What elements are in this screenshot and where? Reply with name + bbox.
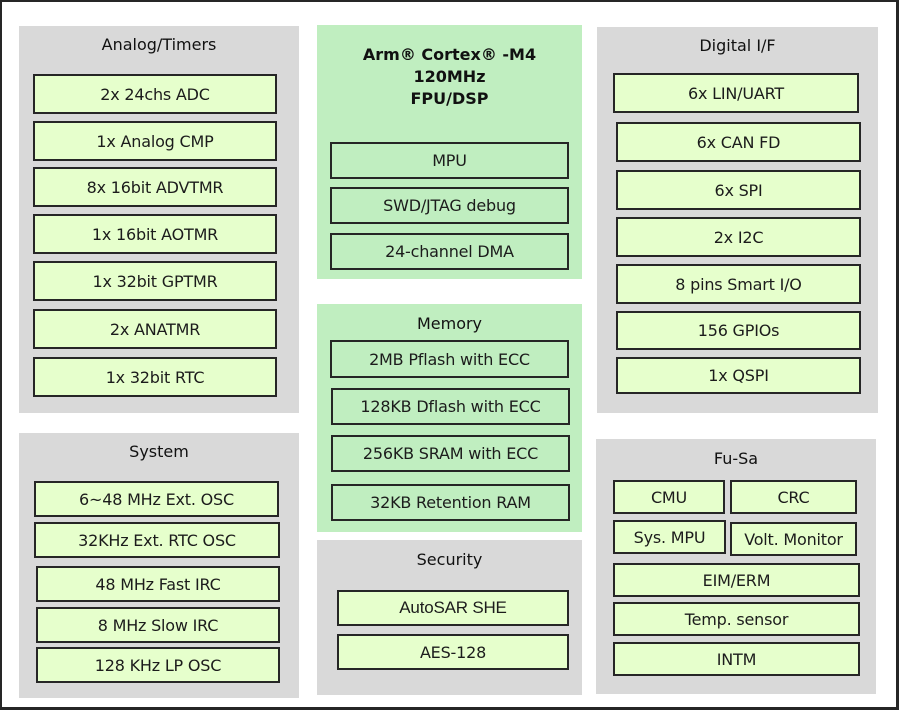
block-eim-erm: EIM/ERM <box>613 563 860 597</box>
block-aotmr: 1x 16bit AOTMR <box>33 214 277 254</box>
security-panel: Security AutoSAR SHE AES-128 <box>317 540 582 695</box>
digital-if-title: Digital I/F <box>699 36 776 55</box>
block-slow-irc: 8 MHz Slow IRC <box>36 607 280 643</box>
block-sys-mpu: Sys. MPU <box>613 520 726 554</box>
block-rtc-osc: 32KHz Ext. RTC OSC <box>34 522 280 558</box>
block-swd-jtag: SWD/JTAG debug <box>330 187 569 224</box>
core-title-line-2: 120MHz <box>413 67 486 86</box>
block-rtc: 1x 32bit RTC <box>33 357 277 397</box>
block-lp-osc: 128 KHz LP OSC <box>36 647 280 683</box>
block-retention-ram: 32KB Retention RAM <box>331 484 570 521</box>
digital-if-panel: Digital I/F 6x LIN/UART 6x CAN FD 6x SPI… <box>597 27 878 413</box>
block-analog-cmp: 1x Analog CMP <box>33 121 277 161</box>
block-pflash: 2MB Pflash with ECC <box>330 340 569 378</box>
block-qspi: 1x QSPI <box>616 357 861 394</box>
block-aes-128: AES-128 <box>337 634 569 670</box>
block-spi: 6x SPI <box>616 170 861 210</box>
block-volt-monitor: Volt. Monitor <box>730 522 857 556</box>
block-gptmr: 1x 32bit GPTMR <box>33 261 277 301</box>
fusa-title: Fu-Sa <box>713 449 759 468</box>
block-dflash: 128KB Dflash with ECC <box>331 388 570 425</box>
core-panel: Arm® Cortex® -M4 120MHz FPU/DSP MPU SWD/… <box>317 25 582 279</box>
block-advtmr: 8x 16bit ADVTMR <box>33 167 277 207</box>
block-fast-irc: 48 MHz Fast IRC <box>36 566 280 602</box>
core-title-line-1: Arm® Cortex® -M4 <box>362 45 537 64</box>
block-crc: CRC <box>730 480 857 514</box>
security-title: Security <box>416 550 483 569</box>
block-ext-osc: 6~48 MHz Ext. OSC <box>34 481 279 517</box>
block-lin-uart: 6x LIN/UART <box>613 73 859 113</box>
block-sram: 256KB SRAM with ECC <box>331 435 570 472</box>
system-title: System <box>129 442 189 461</box>
block-temp-sensor: Temp. sensor <box>613 602 860 636</box>
core-title-line-3: FPU/DSP <box>410 89 489 108</box>
block-cmu: CMU <box>613 480 725 514</box>
memory-panel: Memory 2MB Pflash with ECC 128KB Dflash … <box>317 304 582 532</box>
block-adc: 2x 24chs ADC <box>33 74 277 114</box>
analog-timers-panel: Analog/Timers 2x 24chs ADC 1x Analog CMP… <box>19 26 299 413</box>
block-autosar-she: AutoSAR SHE <box>337 590 569 626</box>
block-smart-io: 8 pins Smart I/O <box>616 264 861 304</box>
block-i2c: 2x I2C <box>616 217 861 257</box>
block-intm: INTM <box>613 642 860 676</box>
block-can-fd: 6x CAN FD <box>616 122 861 162</box>
memory-title: Memory <box>416 314 483 333</box>
block-mpu: MPU <box>330 142 569 179</box>
analog-timers-title: Analog/Timers <box>101 35 217 54</box>
block-dma: 24-channel DMA <box>330 233 569 270</box>
block-gpios: 156 GPIOs <box>616 311 861 350</box>
fusa-panel: Fu-Sa CMU CRC Sys. MPU Volt. Monitor EIM… <box>596 439 876 694</box>
system-panel: System 6~48 MHz Ext. OSC 32KHz Ext. RTC … <box>19 433 299 698</box>
block-anatmr: 2x ANATMR <box>33 309 277 349</box>
